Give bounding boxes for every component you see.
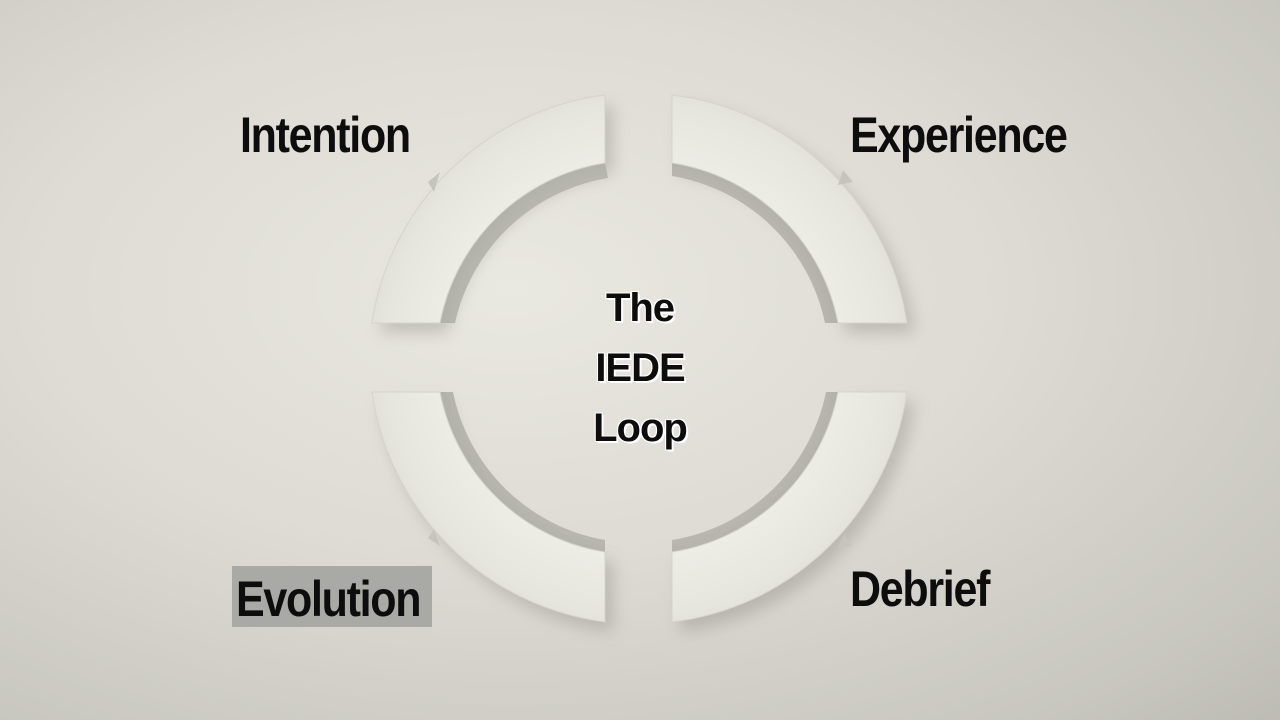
stage-label-intention: Intention bbox=[240, 107, 411, 163]
evolution-highlight bbox=[232, 566, 432, 627]
stage-label-evolution: Evolution bbox=[236, 571, 422, 627]
arrow-tip-evolution bbox=[428, 530, 440, 546]
segment-experience bbox=[671, 94, 908, 324]
loop-title: The IEDE Loop bbox=[560, 278, 720, 458]
loop-title-line-1: The bbox=[605, 286, 675, 330]
stage-label-experience: Experience bbox=[850, 107, 1068, 163]
segment-intention bbox=[371, 94, 608, 324]
loop-title-line-3: Loop bbox=[593, 406, 688, 450]
stage-label-debrief: Debrief bbox=[850, 561, 990, 617]
loop-title-line-2: IEDE bbox=[595, 346, 685, 390]
arrow-tip-experience bbox=[838, 170, 853, 185]
segment-debrief bbox=[671, 391, 908, 623]
segment-evolution bbox=[371, 391, 606, 623]
arrow-tip-debrief bbox=[838, 534, 852, 548]
arrow-tip-intention bbox=[428, 172, 440, 192]
